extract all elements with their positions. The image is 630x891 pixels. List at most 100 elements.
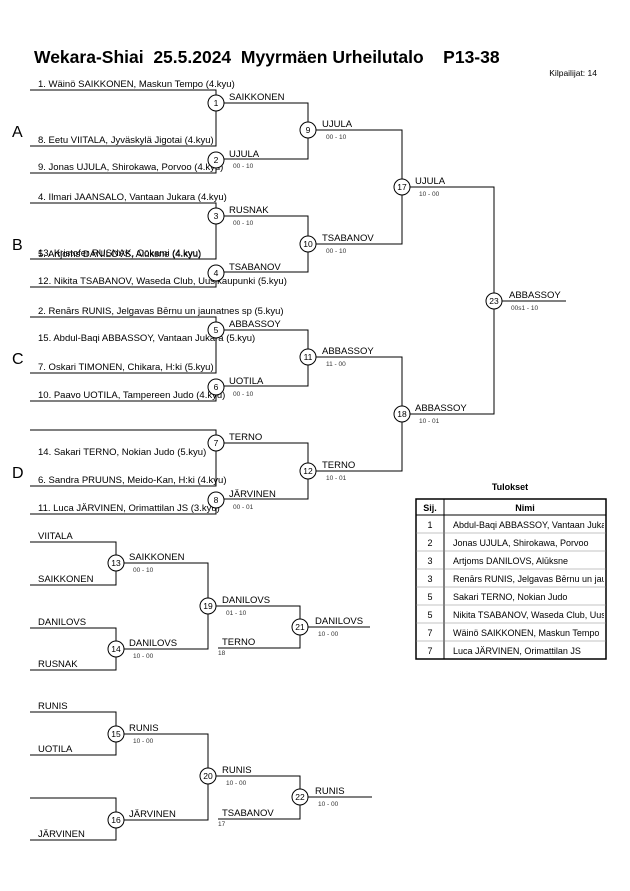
match-winner: ABBASSOY (322, 346, 374, 357)
match-winner: RUNIS (315, 786, 345, 797)
match-number: 23 (489, 296, 499, 306)
result-name: Nikita TSABANOV, Waseda Club, Uusikaupun… (453, 610, 630, 620)
entry: 15. Abdul-Baqi ABBASSOY, Vantaan Jukara … (38, 333, 255, 344)
match-number: 19 (203, 601, 213, 611)
entry: 9. Jonas UJULA, Shirokawa, Porvoo (4.kyu… (38, 162, 223, 173)
pool-label-b: B (12, 237, 23, 254)
result-place: 7 (427, 628, 432, 638)
results-header-name: Nimi (515, 503, 535, 513)
match-score: 00 - 10 (326, 248, 347, 255)
match-score: 00 - 10 (326, 134, 347, 141)
match-winner: TSABANOV (322, 233, 374, 244)
side-entry-ref: 18 (218, 650, 226, 657)
pool-label-c: C (12, 351, 24, 368)
match-circle (207, 321, 225, 339)
match-number: 6 (214, 382, 219, 392)
match-winner: ABBASSOY (229, 319, 281, 330)
match-number: 13 (111, 558, 121, 568)
repechage-entry: VIITALA (38, 531, 73, 542)
match-score: 10 - 01 (326, 475, 347, 482)
result-place: 5 (427, 610, 432, 620)
match-winner: UJULA (415, 176, 446, 187)
match-number: 11 (304, 352, 313, 362)
side-entry-ref: 17 (218, 821, 226, 828)
repechage-entry: SAIKKONEN (38, 574, 94, 585)
match-circle (299, 235, 317, 253)
match-score: 10 - 00 (226, 780, 247, 787)
match-number: 14 (111, 644, 121, 654)
final-score: 00s1 - 10 (511, 305, 538, 312)
match-number: 2 (214, 155, 219, 165)
repechage-entry: RUNIS (38, 701, 68, 712)
entry: 14. Sakari TERNO, Nokian Judo (5.kyu) (38, 447, 206, 458)
entry: 1. Wäinö SAIKKONEN, Maskun Tempo (4.kyu) (38, 79, 235, 90)
entry: 6. Sandra PRUUNS, Meido-Kan, H:ki (4.kyu… (38, 475, 226, 486)
match-score: 00 - 10 (233, 391, 254, 398)
result-place: 5 (427, 592, 432, 602)
match-score: 00 - 01 (233, 504, 254, 511)
entry: 7. Oskari TIMONEN, Chikara, H:ki (5.kyu) (38, 362, 214, 373)
match-score: 10 - 00 (318, 631, 339, 638)
match-circle (485, 292, 503, 310)
match-number: 10 (303, 239, 313, 249)
match-number: 3 (214, 211, 219, 221)
result-name: Artjoms DANILOVS, Alūksne (453, 556, 568, 566)
match-number-circles: 1 2 3 4 5 6 7 8 9 10 11 12 17 18 23 13 1… (107, 94, 503, 829)
entry-list: 1. Wäinö SAIKKONEN, Maskun Tempo (4.kyu)… (38, 79, 287, 514)
match-circle (299, 121, 317, 139)
match-number: 17 (397, 182, 407, 192)
match-winner: UOTILA (229, 376, 264, 387)
match-winner: TERNO (229, 432, 262, 443)
repechage-entry: UOTILA (38, 744, 73, 755)
match-circle (207, 94, 225, 112)
entry: 5. Artjoms DANILOVS, Alūksne (4.kyu) (38, 249, 201, 260)
match-circle (393, 405, 411, 423)
match-winner: UJULA (229, 149, 260, 160)
match-number: 18 (397, 409, 407, 419)
match-number: 20 (203, 771, 213, 781)
match-winner: DANILOVS (222, 595, 270, 606)
match-circle (393, 178, 411, 196)
match-winner: UJULA (322, 119, 353, 130)
match-number: 7 (214, 438, 219, 448)
match-circle (199, 767, 217, 785)
result-name: Renārs RUNIS, Jelgavas Bērnu un jaunatne… (453, 574, 630, 584)
pool-label-a: A (12, 124, 23, 141)
repechage-entry: JÄRVINEN (38, 829, 85, 840)
repechage-entry: RUSNAK (38, 659, 78, 670)
match-score: 00 - 10 (233, 163, 254, 170)
match-score: 10 - 00 (133, 738, 154, 745)
entry: 8. Eetu VIITALA, Jyväskylä Jigotai (4.ky… (38, 135, 214, 146)
match-number: 15 (111, 729, 121, 739)
match-results: SAIKKONEN UJULA 00 - 10 RUSNAK 00 - 10 T… (229, 92, 561, 511)
match-winner: RUNIS (222, 765, 252, 776)
match-number: 4 (214, 268, 219, 278)
match-circle (107, 554, 125, 572)
result-place: 1 (427, 520, 432, 530)
entry: 2. Renārs RUNIS, Jelgavas Bērnu un jauna… (38, 306, 284, 317)
match-circle (299, 462, 317, 480)
results-table: Tulokset Sij. Nimi 1 2 3 3 5 5 7 7 Abdul… (415, 482, 630, 660)
match-winner: SAIKKONEN (229, 92, 285, 103)
results-title: Tulokset (492, 482, 528, 492)
result-name: Jonas UJULA, Shirokawa, Porvoo (453, 538, 589, 548)
entry: 13. Kristofer RUSNAK, Ookami (4.kyu) (38, 248, 201, 259)
match-score: 10 - 00 (318, 801, 339, 808)
result-name: Abdul-Baqi ABBASSOY, Vantaan Jukara (453, 520, 614, 530)
match-winner: JÄRVINEN (229, 489, 276, 500)
result-place: 3 (427, 556, 432, 566)
match-winner: JÄRVINEN (129, 809, 176, 820)
match-score: 11 - 00 (326, 361, 346, 368)
match-circle (107, 811, 125, 829)
match-winner: RUSNAK (229, 205, 269, 216)
match-circle (207, 264, 225, 282)
result-place: 2 (427, 538, 432, 548)
result-place: 3 (427, 574, 432, 584)
match-circle (107, 725, 125, 743)
match-score: 01 - 10 (226, 610, 247, 617)
match-circle (291, 788, 309, 806)
result-name: Wäinö SAIKKONEN, Maskun Tempo (453, 628, 599, 638)
side-entry: TSABANOV (222, 808, 274, 819)
entry: 12. Nikita TSABANOV, Waseda Club, Uusika… (38, 276, 287, 287)
